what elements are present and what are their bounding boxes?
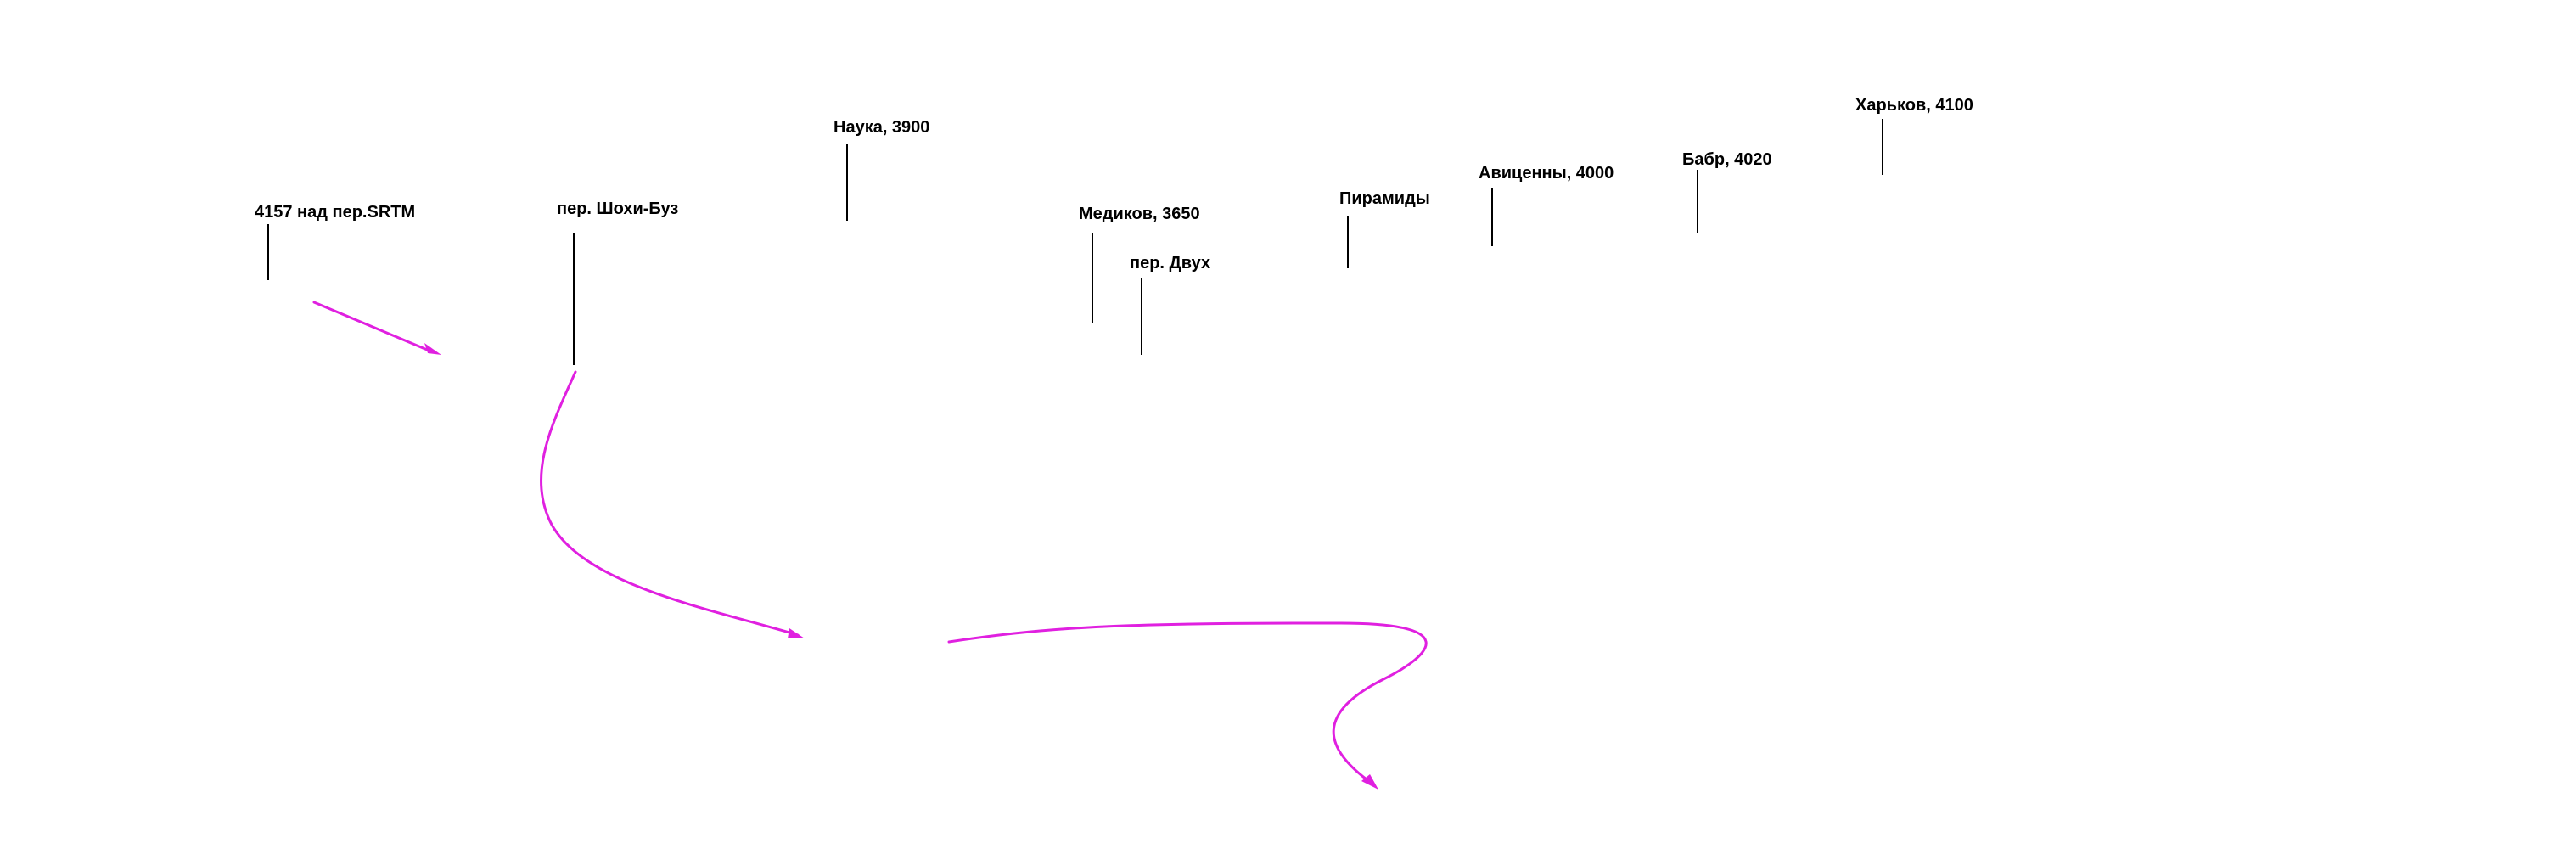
label-medikov: Медиков, 3650 bbox=[1079, 205, 1200, 223]
arrowhead-3-icon bbox=[1361, 774, 1378, 790]
label-group-medikov: Медиков, 3650 bbox=[1079, 205, 1200, 323]
label-dvukh: пер. Двух bbox=[1130, 254, 1210, 273]
label-nauka: Наука, 3900 bbox=[833, 118, 929, 137]
label-group-shokhi-buz: пер. Шохи-Буз bbox=[557, 200, 678, 365]
label-group-kharkov: Харьков, 4100 bbox=[1855, 96, 1973, 175]
label-group-babr: Бабр, 4020 bbox=[1682, 150, 1772, 233]
label-babr: Бабр, 4020 bbox=[1682, 150, 1772, 169]
label-srtm: 4157 над пер.SRTM bbox=[255, 203, 415, 222]
route-segment-2 bbox=[540, 370, 800, 637]
label-avitsenny: Авиценны, 4000 bbox=[1479, 164, 1614, 183]
route-segment-1 bbox=[312, 301, 433, 353]
label-kharkov: Харьков, 4100 bbox=[1855, 96, 1973, 115]
label-group-avitsenny: Авиценны, 4000 bbox=[1479, 164, 1614, 246]
route-segment-3 bbox=[947, 621, 1428, 781]
route-arrows bbox=[312, 301, 1428, 790]
label-group-piramidy: Пирамиды bbox=[1339, 189, 1430, 268]
label-group-dvukh: пер. Двух bbox=[1130, 254, 1210, 355]
label-piramidy: Пирамиды bbox=[1339, 189, 1430, 208]
arrowhead-1-icon bbox=[424, 343, 441, 355]
label-group-nauka: Наука, 3900 bbox=[833, 118, 929, 221]
label-group-srtm: 4157 над пер.SRTM bbox=[255, 203, 415, 280]
label-shokhi-buz: пер. Шохи-Буз bbox=[557, 200, 678, 218]
arrowhead-2-icon bbox=[788, 628, 805, 638]
